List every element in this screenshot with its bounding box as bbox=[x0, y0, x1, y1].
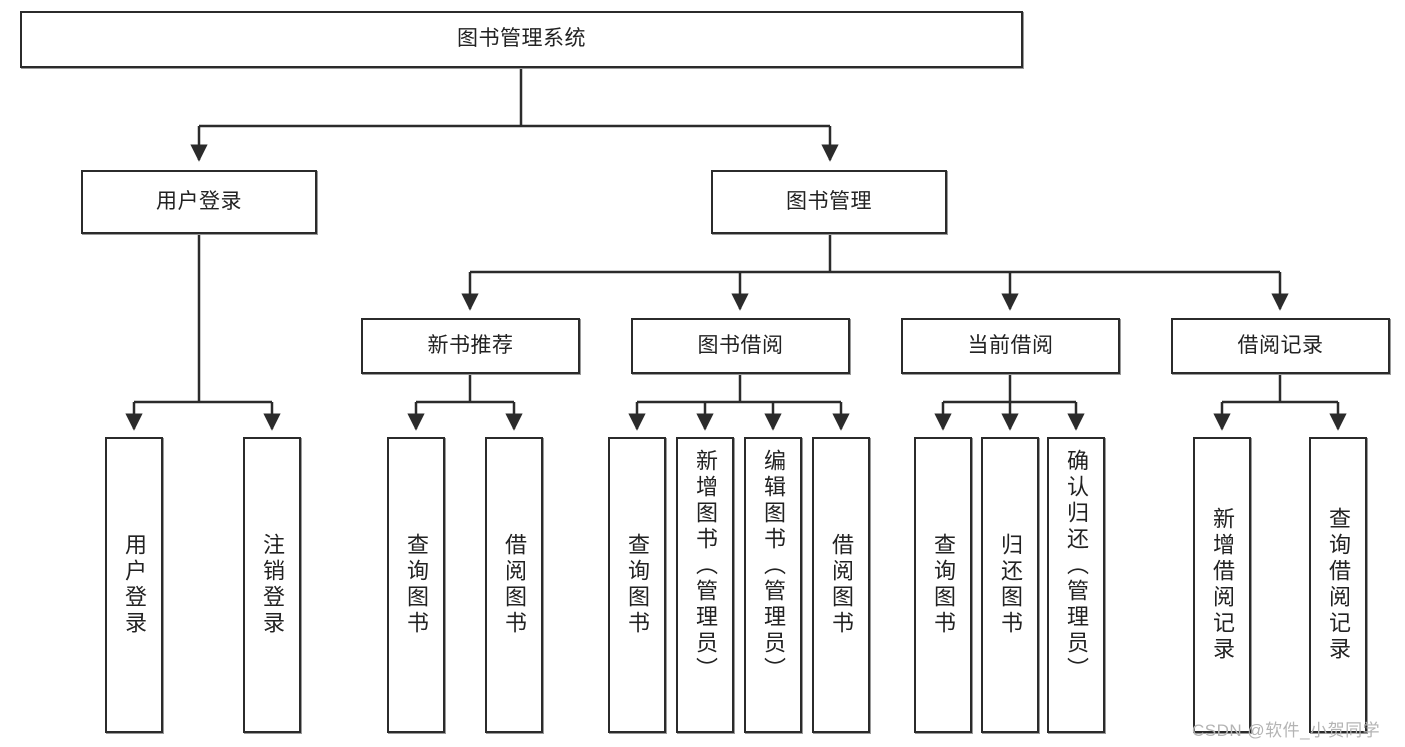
node-leaf-borrow-book-1-label: 借阅图书 bbox=[502, 533, 527, 637]
node-leaf-add-record-label: 新增借阅记录 bbox=[1210, 507, 1235, 663]
node-new-book-recommend-label: 新书推荐 bbox=[427, 333, 514, 357]
node-leaf-return-book[interactable]: 归还图书 bbox=[981, 437, 1039, 733]
node-root-label: 图书管理系统 bbox=[457, 27, 586, 51]
node-book-manage[interactable]: 图书管理 bbox=[711, 170, 947, 234]
node-leaf-query-book-1-label: 查询图书 bbox=[404, 533, 429, 637]
node-leaf-query-book-2[interactable]: 查询图书 bbox=[608, 437, 666, 733]
node-leaf-query-record[interactable]: 查询借阅记录 bbox=[1309, 437, 1367, 733]
node-root[interactable]: 图书管理系统 bbox=[20, 11, 1023, 68]
node-leaf-query-book-2-label: 查询图书 bbox=[625, 533, 650, 637]
node-leaf-user-login[interactable]: 用户登录 bbox=[105, 437, 163, 733]
node-leaf-query-record-label: 查询借阅记录 bbox=[1326, 507, 1351, 663]
node-leaf-query-book-1[interactable]: 查询图书 bbox=[387, 437, 445, 733]
node-leaf-add-book[interactable]: 新增图书（管理员） bbox=[676, 437, 734, 733]
node-leaf-query-book-3-label: 查询图书 bbox=[931, 533, 956, 637]
node-leaf-edit-book[interactable]: 编辑图书（管理员） bbox=[744, 437, 802, 733]
node-leaf-add-record[interactable]: 新增借阅记录 bbox=[1193, 437, 1251, 733]
node-user-login-label: 用户登录 bbox=[156, 189, 242, 213]
node-leaf-borrow-book-2[interactable]: 借阅图书 bbox=[812, 437, 870, 733]
node-current-borrow-label: 当前借阅 bbox=[967, 333, 1054, 357]
node-leaf-query-book-3[interactable]: 查询图书 bbox=[914, 437, 972, 733]
node-leaf-logout-login[interactable]: 注销登录 bbox=[243, 437, 301, 733]
node-book-borrow[interactable]: 图书借阅 bbox=[631, 318, 850, 374]
node-user-login[interactable]: 用户登录 bbox=[81, 170, 317, 234]
node-leaf-confirm-return-label: 确认归还（管理员） bbox=[1064, 449, 1089, 683]
node-leaf-borrow-book-1[interactable]: 借阅图书 bbox=[485, 437, 543, 733]
node-leaf-logout-login-label: 注销登录 bbox=[260, 533, 285, 637]
node-borrow-record-label: 借阅记录 bbox=[1237, 333, 1324, 357]
node-leaf-edit-book-label: 编辑图书（管理员） bbox=[761, 449, 786, 683]
node-leaf-return-book-label: 归还图书 bbox=[998, 533, 1023, 637]
node-current-borrow[interactable]: 当前借阅 bbox=[901, 318, 1120, 374]
node-borrow-record[interactable]: 借阅记录 bbox=[1171, 318, 1390, 374]
node-book-borrow-label: 图书借阅 bbox=[697, 333, 784, 357]
node-leaf-borrow-book-2-label: 借阅图书 bbox=[829, 533, 854, 637]
node-leaf-add-book-label: 新增图书（管理员） bbox=[693, 449, 718, 683]
node-new-book-recommend[interactable]: 新书推荐 bbox=[361, 318, 580, 374]
node-leaf-user-login-label: 用户登录 bbox=[122, 533, 147, 637]
node-book-manage-label: 图书管理 bbox=[786, 189, 872, 213]
node-leaf-confirm-return[interactable]: 确认归还（管理员） bbox=[1047, 437, 1105, 733]
watermark-text: CSDN @软件_小贺同学 bbox=[1192, 721, 1381, 740]
